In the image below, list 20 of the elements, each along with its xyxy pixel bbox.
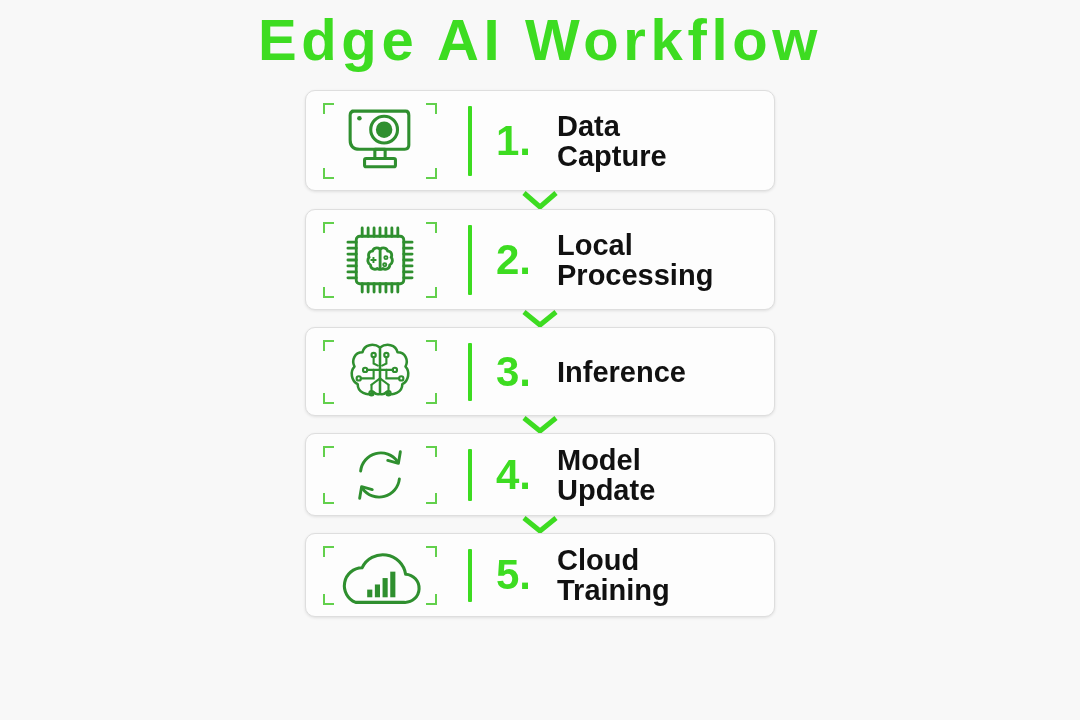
diagram-title: Edge AI Workflow bbox=[257, 9, 822, 71]
step-card bbox=[305, 433, 775, 516]
step-title: Data Capture bbox=[557, 110, 667, 171]
step-number: 5. bbox=[496, 552, 532, 598]
step-title: Model Update bbox=[557, 444, 656, 505]
step-title: Inference bbox=[557, 356, 686, 387]
chevron-arrow bbox=[522, 191, 558, 211]
step-card bbox=[305, 90, 775, 191]
step-number: 3. bbox=[496, 348, 532, 395]
step-number: 4. bbox=[496, 451, 532, 498]
step-title: Local Processing bbox=[557, 229, 714, 290]
chevron-arrow bbox=[522, 310, 558, 329]
chevron-arrow bbox=[522, 516, 558, 535]
step-number: 1. bbox=[496, 117, 532, 164]
step-number: 2. bbox=[496, 236, 532, 283]
chevron-arrow bbox=[522, 416, 558, 435]
step-card bbox=[305, 533, 775, 617]
step-title: Cloud Training bbox=[557, 545, 670, 605]
step-card bbox=[305, 209, 775, 310]
step-card bbox=[305, 327, 775, 416]
